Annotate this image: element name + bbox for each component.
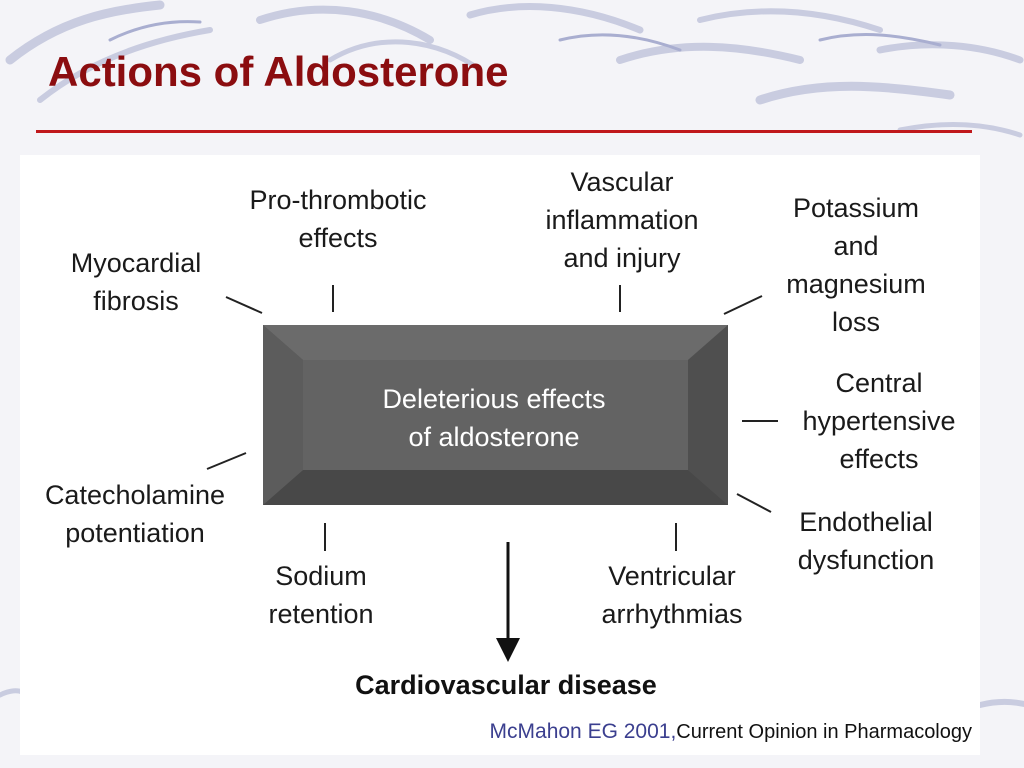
title-underline-rule xyxy=(36,130,972,133)
slide-title: Actions of Aldosterone xyxy=(48,48,509,95)
citation-journal: Current Opinion in Pharmacology xyxy=(676,721,972,743)
label-myocardial-fibrosis: Myocardial fibrosis xyxy=(70,248,202,316)
center-box-text: Deleterious effects of aldosterone xyxy=(382,384,606,452)
label-catecholamine-potentiation: Catecholamine potentiation xyxy=(44,480,226,548)
label-endothelial-dysfunction: Endothelial dysfunction xyxy=(797,507,935,575)
connector-myocardial xyxy=(225,296,263,314)
citation-author: McMahon EG 2001, xyxy=(489,720,677,743)
label-ventricular-arrhythmias: Ventricular arrhythmias xyxy=(601,561,743,629)
down-arrow-icon xyxy=(496,542,520,662)
outcome-label: Cardiovascular disease xyxy=(355,670,657,700)
label-central-hypertensive-effects: Central hypertensive effects xyxy=(802,368,956,474)
central-box xyxy=(263,325,728,505)
connector-endothelial xyxy=(736,493,772,513)
connector-potassium xyxy=(723,295,763,315)
label-potassium-magnesium-loss: Potassium and magnesium loss xyxy=(786,193,926,337)
connector-catecholamine xyxy=(206,452,247,470)
label-vascular-inflammation: Vascular inflammation and injury xyxy=(545,167,699,273)
label-sodium-retention: Sodium retention xyxy=(268,561,374,629)
citation: McMahon EG 2001,Current Opinion in Pharm… xyxy=(490,720,972,744)
label-pro-thrombotic-effects: Pro-thrombotic effects xyxy=(249,185,427,253)
